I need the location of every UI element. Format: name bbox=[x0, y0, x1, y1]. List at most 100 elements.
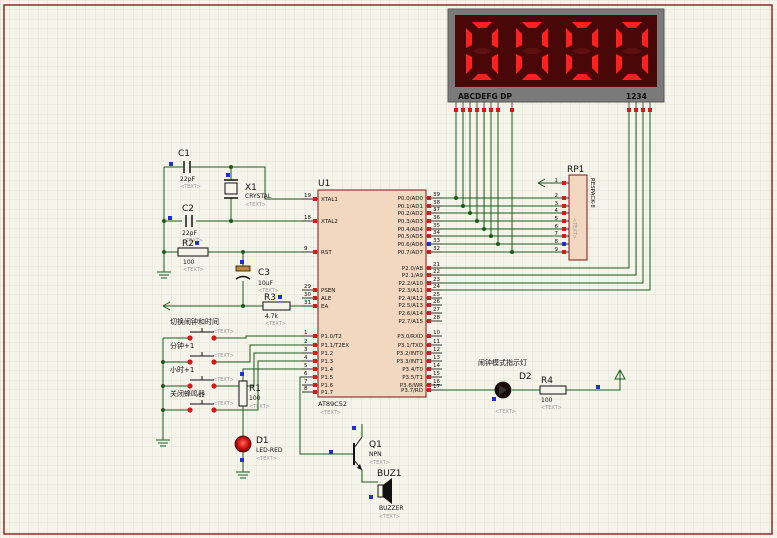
u1-body bbox=[317, 189, 427, 398]
svg-text:13: 13 bbox=[433, 355, 440, 361]
resistor-r4[interactable]: R4 100 <TEXT> bbox=[539, 376, 600, 411]
display-segment-label: ABCDEFG DP bbox=[458, 92, 512, 101]
svg-text:6: 6 bbox=[555, 224, 559, 230]
svg-text:XTAL1: XTAL1 bbox=[321, 197, 338, 203]
rp1-pin-6: 6 bbox=[555, 224, 569, 231]
svg-text:17: 17 bbox=[433, 384, 440, 390]
rp1-pin-8: 8 bbox=[555, 239, 569, 246]
buz1-value: BUZZER bbox=[379, 505, 404, 512]
buzzer-buz1[interactable]: BUZ1 BUZZER <TEXT> bbox=[369, 469, 404, 520]
svg-text:P3.2/INT0: P3.2/INT0 bbox=[396, 351, 423, 357]
rp1-pin-4: 4 bbox=[555, 208, 569, 215]
svg-text:4: 4 bbox=[304, 355, 308, 361]
button-buzzer-off[interactable]: 关闭蜂鸣器 <TEXT> bbox=[170, 389, 234, 413]
seven-segment-display[interactable]: ABCDEFG DP 1234 bbox=[447, 8, 665, 103]
q1-tag: <TEXT> bbox=[369, 460, 390, 466]
segment-b bbox=[542, 28, 548, 48]
transistor-q1[interactable]: Q1 NPN <TEXT> bbox=[329, 426, 390, 471]
digit-4 bbox=[616, 22, 648, 80]
segment-g bbox=[572, 48, 592, 54]
crystal-x1[interactable]: X1 CRYSTAL <TEXT> bbox=[224, 173, 272, 208]
svg-text:P1.1/T2EX: P1.1/T2EX bbox=[321, 343, 349, 349]
ea-arrow-icon bbox=[162, 301, 171, 311]
led-d2[interactable]: 闹钟模式指示灯 D2 <TEXT> bbox=[478, 358, 532, 415]
segment-c bbox=[492, 54, 498, 74]
svg-text:XTAL2: XTAL2 bbox=[321, 219, 338, 225]
rp1-value: RESPACK-8 bbox=[589, 178, 595, 208]
segment-f bbox=[616, 28, 622, 48]
svg-text:P3.6/WR: P3.6/WR bbox=[400, 383, 423, 389]
rp1-ref: RP1 bbox=[567, 165, 584, 175]
svg-text:P3.4/T0: P3.4/T0 bbox=[402, 367, 423, 373]
r4-value: 100 bbox=[541, 397, 553, 404]
segment-g bbox=[522, 48, 542, 54]
button-buzzer-off-label: 关闭蜂鸣器 bbox=[170, 389, 205, 398]
svg-text:29: 29 bbox=[304, 284, 311, 290]
r3-ref: R3 bbox=[264, 293, 276, 303]
svg-text:P0.7/AD7: P0.7/AD7 bbox=[398, 250, 424, 256]
resistor-r1[interactable]: R1 100 <TEXT> bbox=[238, 372, 270, 410]
rp1-pin-1: 1 bbox=[555, 178, 569, 185]
segment-f bbox=[516, 28, 522, 48]
r2-value: 100 bbox=[183, 259, 195, 266]
segment-g bbox=[472, 48, 492, 54]
u1-pin-1: 1P1.0/T2 bbox=[302, 330, 342, 340]
resistor-r2[interactable]: R2 100 <TEXT> bbox=[177, 239, 209, 273]
button-hour-plus-label: 小时+1 bbox=[170, 365, 194, 374]
capacitor-c3[interactable]: C3 10uF <TEXT> bbox=[235, 260, 279, 294]
capacitor-c2[interactable]: C2 22pF <TEXT> bbox=[168, 204, 203, 244]
resistor-r3[interactable]: R3 4.7k <TEXT> bbox=[262, 293, 291, 327]
svg-text:35: 35 bbox=[433, 223, 440, 229]
svg-text:P1.4: P1.4 bbox=[321, 367, 334, 373]
c1-value: 22pF bbox=[180, 176, 195, 183]
display-pins bbox=[454, 102, 652, 112]
sheet-border bbox=[3, 4, 773, 535]
d2-ref: D2 bbox=[519, 372, 532, 382]
svg-text:PSEN: PSEN bbox=[321, 288, 335, 294]
u1-part: AT89C52 bbox=[318, 400, 347, 408]
svg-text:34: 34 bbox=[433, 230, 440, 236]
segment-c bbox=[592, 54, 598, 74]
u1-microcontroller[interactable]: U1 AT89C52 <TEXT> 19XTAL118XTAL29RST29PS… bbox=[302, 179, 442, 416]
svg-text:P0.1/AD1: P0.1/AD1 bbox=[398, 204, 423, 210]
button-minute-plus[interactable]: 分钟+1 <TEXT> bbox=[170, 341, 234, 365]
button-toggle-clock[interactable]: 切换闹钟和时间 <TEXT> bbox=[170, 317, 234, 341]
svg-text:9: 9 bbox=[555, 247, 559, 253]
svg-text:P3.5/T1: P3.5/T1 bbox=[402, 375, 423, 381]
led-d1[interactable]: D1 LED-RED <TEXT> bbox=[234, 435, 283, 462]
svg-text:3: 3 bbox=[555, 201, 559, 207]
svg-text:3: 3 bbox=[304, 347, 308, 353]
segment-f bbox=[466, 28, 472, 48]
capacitor-c1[interactable]: C1 22pF <TEXT> bbox=[169, 149, 201, 190]
rp1-pin-2: 2 bbox=[555, 193, 569, 200]
r3-value: 4.7k bbox=[265, 313, 279, 320]
rp1-pin-7: 7 bbox=[555, 231, 569, 238]
ground-icon bbox=[236, 471, 250, 479]
svg-text:7: 7 bbox=[304, 379, 308, 385]
svg-text:25: 25 bbox=[433, 292, 440, 298]
svg-text:P1.3: P1.3 bbox=[321, 359, 334, 365]
svg-text:14: 14 bbox=[433, 363, 440, 369]
r1-ref: R1 bbox=[249, 384, 261, 394]
svg-text:P3.3/INT1: P3.3/INT1 bbox=[396, 359, 423, 365]
svg-text:2: 2 bbox=[555, 193, 559, 199]
r2-ref: R2 bbox=[182, 239, 194, 249]
svg-text:28: 28 bbox=[433, 315, 440, 321]
svg-text:16: 16 bbox=[433, 379, 440, 385]
svg-text:P2.5/A13: P2.5/A13 bbox=[398, 303, 423, 309]
button-hour-plus[interactable]: 小时+1 <TEXT> bbox=[170, 365, 234, 389]
